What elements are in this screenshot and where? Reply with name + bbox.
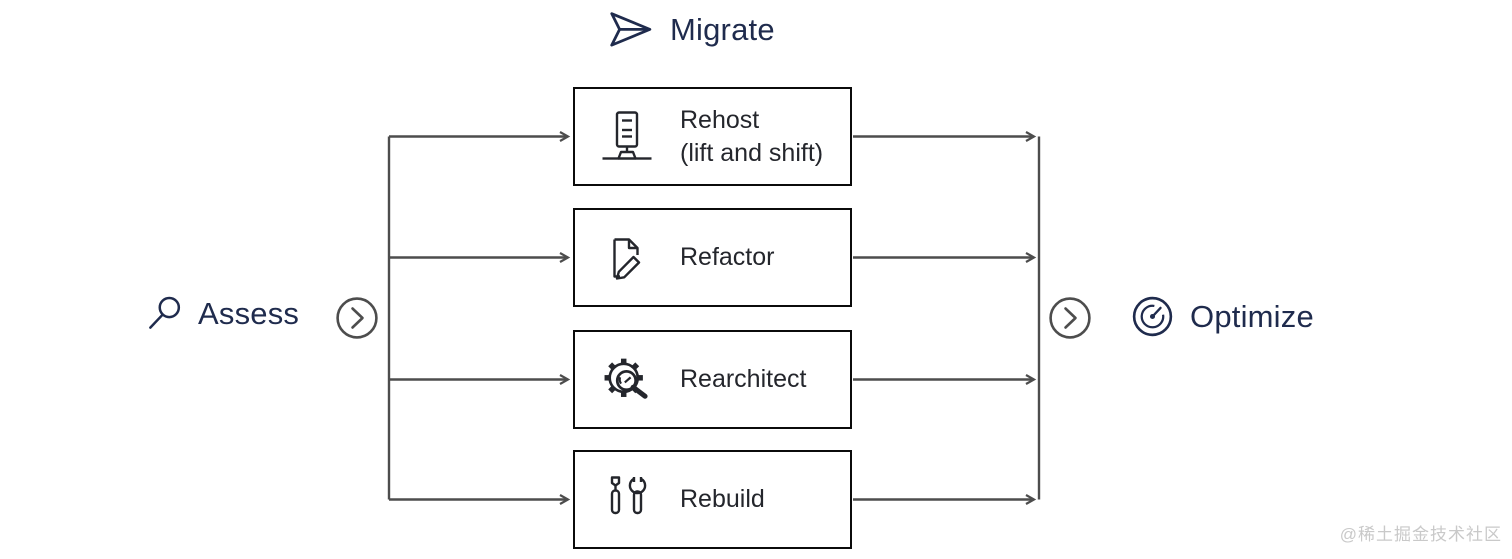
document-pencil-icon	[601, 235, 653, 281]
gauge-icon	[1132, 296, 1173, 337]
migrate-title: Migrate	[670, 12, 775, 47]
rehost-sublabel: (lift and shift)	[680, 138, 824, 167]
optimize-label: Optimize	[1190, 298, 1314, 334]
assess-label: Assess	[198, 295, 300, 331]
rehost-label: Rehost	[680, 106, 760, 134]
optimize-group: Optimize	[1131, 295, 1314, 338]
server-icon	[601, 110, 653, 163]
chevron-right-icon	[336, 297, 378, 339]
screwdriver-wrench-icon	[601, 475, 653, 525]
migrate-title-group: Migrate	[606, 7, 775, 53]
refactor-text: Refactor	[680, 241, 774, 274]
chevron-right-icon	[1049, 297, 1091, 339]
option-box-rehost: Rehost (lift and shift)	[573, 87, 852, 186]
assess-group: Assess	[147, 294, 299, 333]
refactor-label: Refactor	[680, 243, 775, 272]
option-box-refactor: Refactor	[573, 208, 852, 307]
option-box-rebuild: Rebuild	[573, 450, 852, 549]
watermark: @稀土掘金技术社区	[1339, 525, 1502, 544]
rearchitect-text: Rearchitect	[680, 363, 806, 396]
chevron-right-circle-left	[335, 296, 379, 340]
chevron-right-circle-right	[1048, 296, 1092, 340]
rebuild-label: Rebuild	[680, 485, 765, 514]
gear-magnifier-icon	[601, 357, 653, 403]
rebuild-text: Rebuild	[680, 483, 765, 516]
search-icon	[149, 296, 181, 329]
rehost-text: Rehost (lift and shift)	[680, 104, 823, 169]
rearchitect-label: Rearchitect	[680, 365, 807, 394]
paper-plane-icon	[610, 12, 652, 47]
option-box-rearchitect: Rearchitect	[573, 330, 852, 429]
